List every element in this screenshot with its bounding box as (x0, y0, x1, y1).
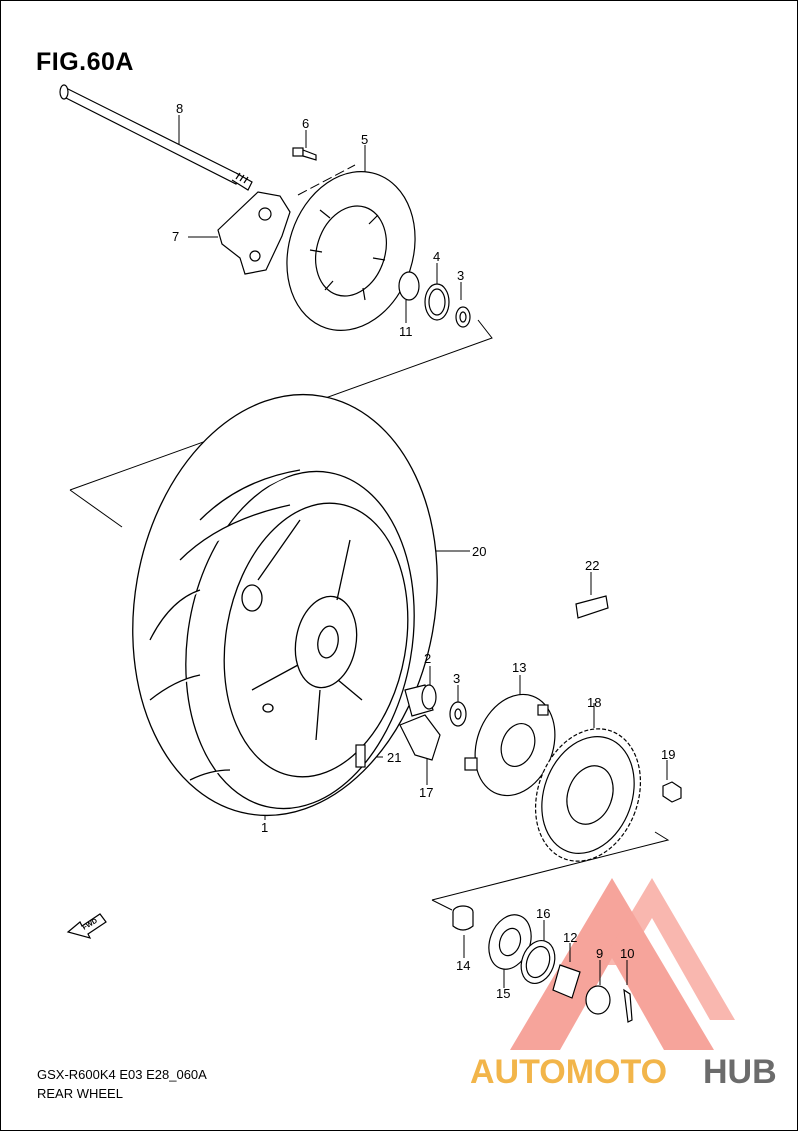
sprocket-nut-part (662, 781, 682, 803)
callout-9: 9 (596, 946, 603, 961)
callout-3-drive: 3 (453, 671, 460, 686)
callout-22: 22 (585, 558, 599, 573)
callout-4: 4 (433, 249, 440, 264)
sprocket-part (534, 728, 642, 862)
drive-side-small-parts (399, 684, 467, 761)
callout-17: 17 (419, 785, 433, 800)
callout-13: 13 (512, 660, 526, 675)
callout-21: 21 (387, 750, 401, 765)
watermark-logo-icon (510, 878, 735, 1050)
callout-6: 6 (302, 116, 309, 131)
callout-labels: 8 6 5 7 4 3 11 20 22 2 13 3 18 19 21 17 … (172, 101, 675, 1001)
watermark-part2: HUB (703, 1053, 777, 1091)
callout-7: 7 (172, 229, 179, 244)
watermark-part1: AUTOMOTO (470, 1053, 667, 1091)
bottom-hub-parts (452, 905, 633, 1023)
sprocket-hub-part (464, 693, 556, 797)
callout-5: 5 (361, 132, 368, 147)
watermark-text: AUTOMOTO HUB (470, 1053, 777, 1091)
fwd-arrow-icon: FWD (66, 913, 107, 939)
hub-spacer-parts (398, 271, 471, 328)
rear-wheel-part (132, 393, 438, 817)
callout-2: 2 (424, 651, 431, 666)
figure-title: FIG.60A (36, 48, 134, 76)
axle-part (59, 84, 253, 191)
callout-18: 18 (587, 695, 601, 710)
callout-8: 8 (176, 101, 183, 116)
callout-12: 12 (563, 930, 577, 945)
figure-name: REAR WHEEL (37, 1086, 123, 1101)
brake-disc-part (286, 171, 416, 331)
callout-19: 19 (661, 747, 675, 762)
callout-10: 10 (620, 946, 634, 961)
callout-1: 1 (261, 820, 268, 835)
air-valve-part (355, 744, 366, 768)
callout-20: 20 (472, 544, 486, 559)
callout-16: 16 (536, 906, 550, 921)
balance-weight-part (575, 595, 609, 619)
caliper-bracket-part (217, 191, 291, 275)
callout-3-top: 3 (457, 268, 464, 283)
callout-15: 15 (496, 986, 510, 1001)
bolt-part (292, 147, 317, 161)
callout-14: 14 (456, 958, 470, 973)
figure-code: GSX-R600K4 E03 E28_060A (37, 1067, 207, 1082)
callout-11: 11 (399, 324, 413, 339)
